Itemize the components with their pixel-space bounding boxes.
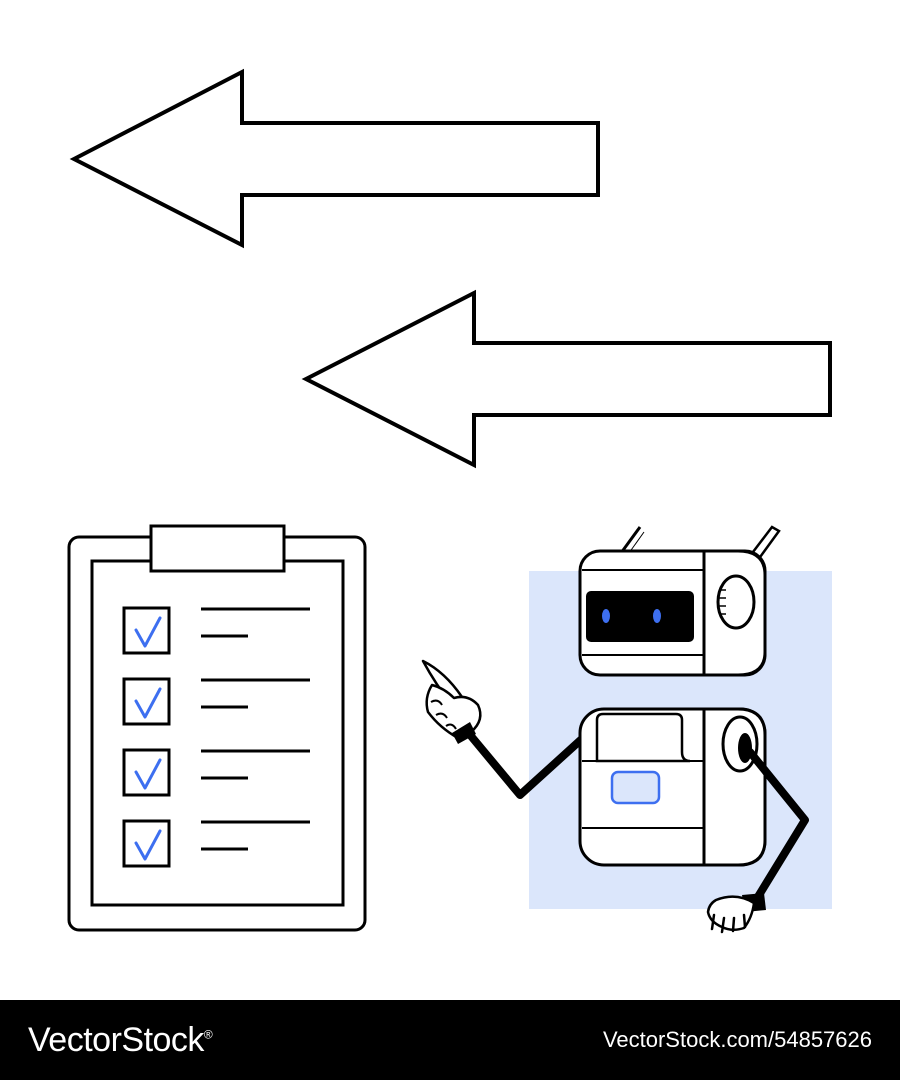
- robot-head: [578, 549, 767, 677]
- checklist-clipboard-icon: [67, 524, 367, 932]
- pointing-hand-icon: [421, 659, 482, 744]
- robot-arm-left: [462, 726, 588, 799]
- robot-assistant-icon: [421, 525, 832, 934]
- visor: [586, 591, 694, 642]
- hand-knuckles: [430, 699, 457, 730]
- hand-wrist: [452, 722, 476, 744]
- hand-fingers: [710, 913, 747, 934]
- clipboard-clip: [149, 524, 286, 573]
- checklist-item: [122, 606, 310, 655]
- arrow-middle: [301, 289, 832, 469]
- illustration: [67, 68, 832, 934]
- left-arrow-icon: [69, 68, 600, 249]
- eye-left-icon: [602, 609, 610, 623]
- checkmark-icon: [134, 758, 162, 790]
- arrow-top: [69, 68, 600, 249]
- lower-hand-icon: [706, 893, 766, 934]
- robot-arm-right: [746, 748, 809, 904]
- left-arrow-icon: [301, 289, 832, 469]
- body-chest-plate: [595, 712, 691, 763]
- checklist-item: [122, 748, 310, 797]
- hand-palm: [706, 895, 756, 931]
- checklist-item: [122, 819, 310, 868]
- watermark-brand-name: VectorStock: [28, 1020, 204, 1059]
- shoulder-joint-inner: [738, 733, 752, 763]
- checkmark-icon: [134, 829, 162, 861]
- head-dial-ridges: [719, 589, 726, 615]
- checkmark-icon: [134, 687, 162, 719]
- eye-right-icon: [653, 609, 661, 623]
- antenna-left: [619, 526, 642, 554]
- watermark-footer: VectorStock® VectorStock.com/54857626: [0, 1000, 900, 1080]
- head-dial: [716, 574, 756, 630]
- robot-body: [578, 707, 767, 867]
- watermark-brand: VectorStock®: [28, 1020, 213, 1060]
- chest-button: [610, 770, 661, 805]
- registered-mark: ®: [203, 1027, 213, 1042]
- watermark-image-id: VectorStock.com/54857626: [602, 1027, 872, 1052]
- checkmark-icon: [134, 616, 162, 648]
- checklist-item: [122, 677, 310, 726]
